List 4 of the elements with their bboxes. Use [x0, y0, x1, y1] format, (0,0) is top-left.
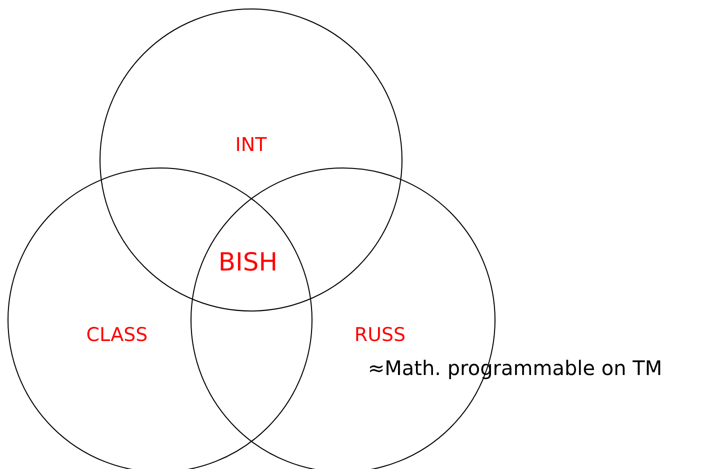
set-label: INT: [235, 134, 267, 156]
intersection-label: BISH: [218, 248, 278, 276]
set-label: CLASS: [86, 324, 148, 346]
set-label: RUSS: [354, 324, 406, 346]
